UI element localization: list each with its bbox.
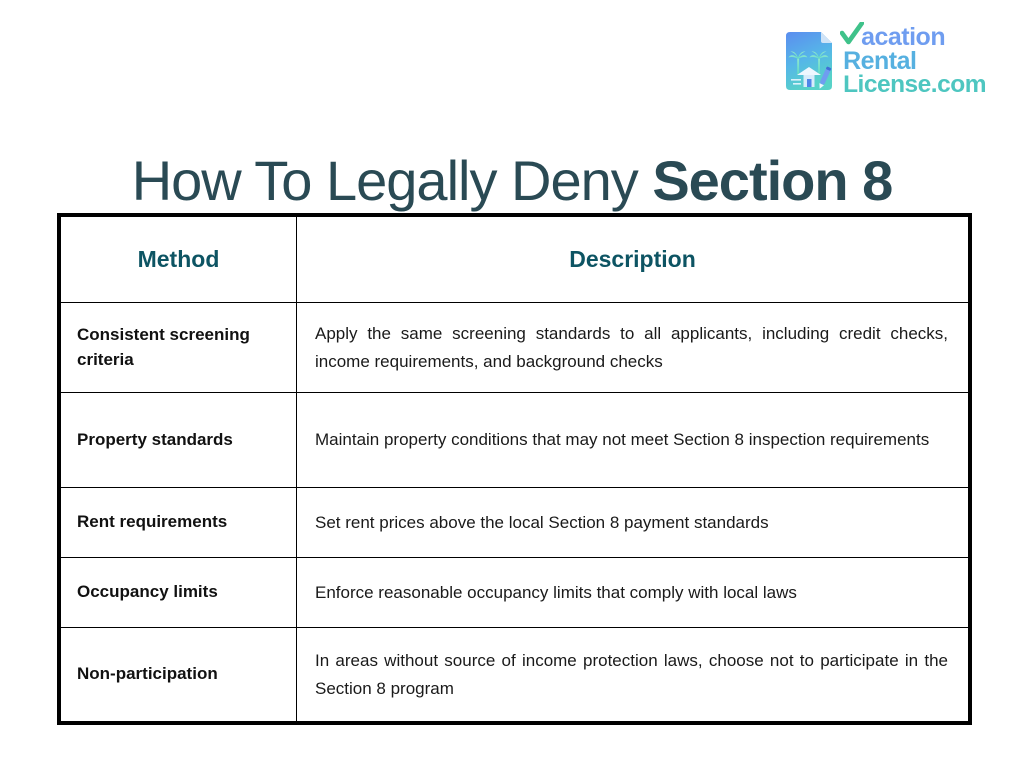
cell-method: Consistent screening criteria (60, 302, 297, 393)
cell-method: Rent requirements (60, 487, 297, 558)
page-title-light: How To Legally Deny (131, 148, 653, 212)
cell-method: Non-participation (60, 627, 297, 722)
table-header-row: Method Description (60, 216, 969, 303)
green-check-v-icon (840, 22, 865, 48)
table-row: Rent requirements Set rent prices above … (60, 487, 969, 558)
cell-description: Enforce reasonable occupancy limits that… (296, 557, 969, 628)
cell-description: Maintain property conditions that may no… (296, 392, 969, 488)
table-row: Property standards Maintain property con… (60, 392, 969, 488)
logo-line-license: License.com (843, 71, 986, 98)
logo-line-vacation: acation (840, 22, 986, 51)
cell-description: Set rent prices above the local Section … (296, 487, 969, 558)
vacation-rental-document-icon (781, 30, 837, 92)
cell-method: Occupancy limits (60, 557, 297, 628)
cell-method: Property standards (60, 392, 297, 488)
page-title: How To Legally Deny Section 8 (0, 148, 1024, 212)
table-row: Non-participation In areas without sourc… (60, 627, 969, 722)
table-row: Consistent screening criteria Apply the … (60, 302, 969, 393)
site-logo: acation Rental License.com (781, 22, 986, 98)
column-header-method: Method (60, 216, 297, 303)
methods-table: Method Description Consistent screening … (57, 213, 972, 725)
table-row: Occupancy limits Enforce reasonable occu… (60, 557, 969, 628)
cell-description: In areas without source of income protec… (296, 627, 969, 722)
logo-line-rental: Rental (843, 46, 917, 75)
logo-line-vacation-text: acation (861, 23, 946, 51)
page-title-bold: Section 8 (652, 148, 893, 212)
column-header-description: Description (296, 216, 969, 303)
logo-wordmark: acation Rental License.com (840, 22, 986, 98)
cell-description: Apply the same screening standards to al… (296, 302, 969, 393)
